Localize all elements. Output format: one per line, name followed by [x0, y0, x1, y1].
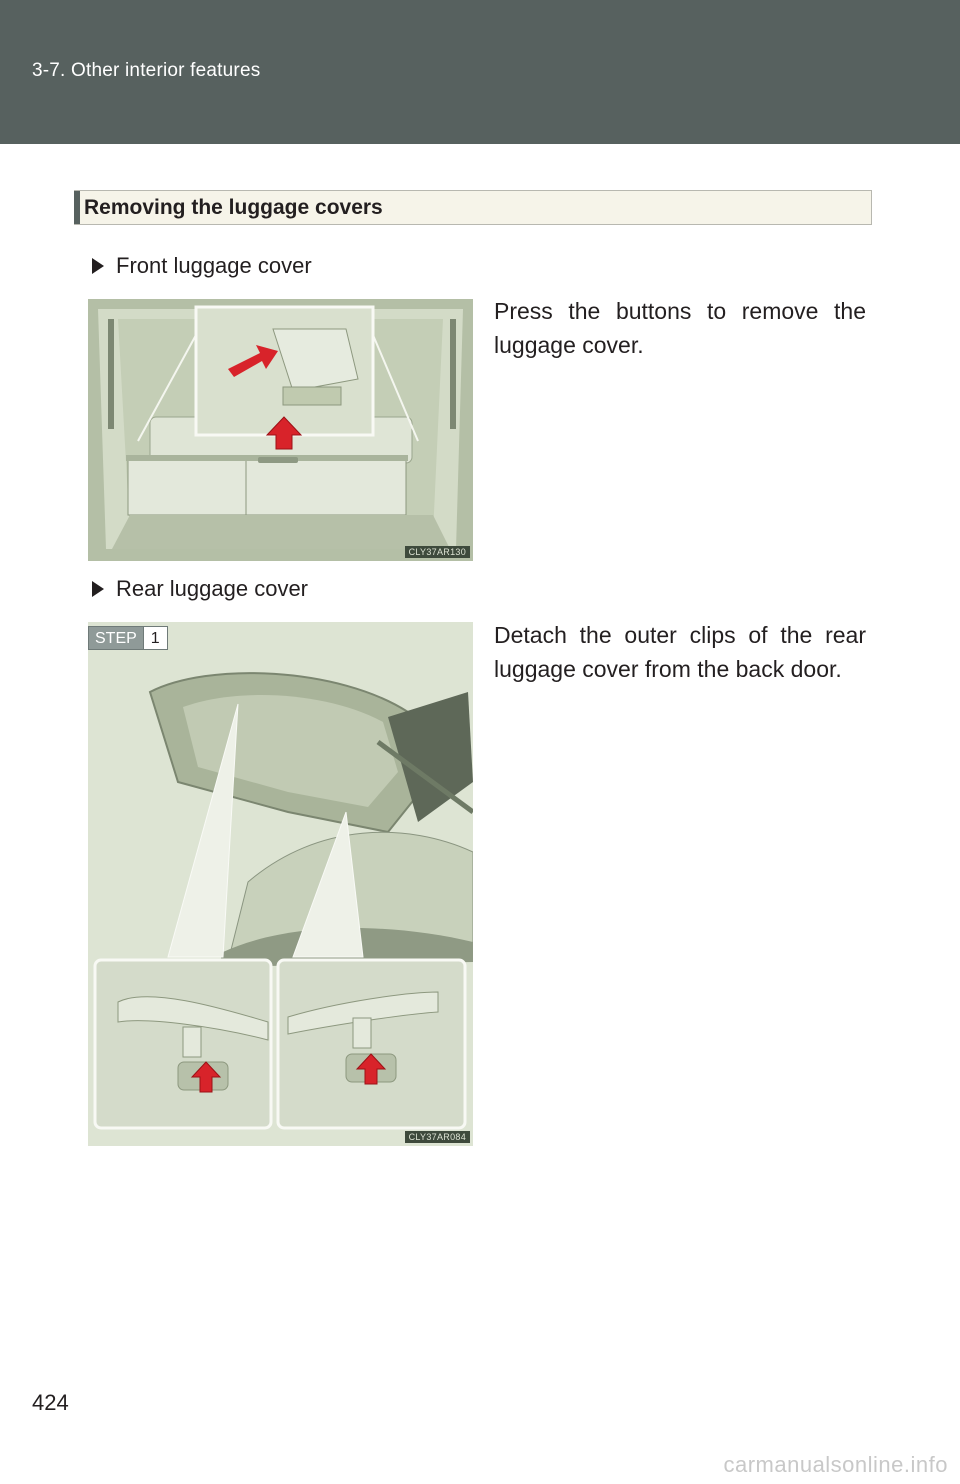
item-heading-rear: Rear luggage cover: [92, 576, 308, 602]
breadcrumb: 3-7. Other interior features: [32, 60, 261, 81]
rear-cover-description: Detach the outer clips of the rear lugga…: [494, 622, 866, 682]
front-cover-description: Press the buttons to remove the luggage …: [494, 298, 866, 358]
step-label: STEP: [89, 627, 143, 649]
figure-code-rear: CLY37AR084: [404, 1131, 470, 1143]
item-heading-rear-label: Rear luggage cover: [116, 576, 309, 601]
rear-cover-drawing: [88, 622, 473, 1146]
section-heading-bar: Removing the luggage covers: [74, 190, 872, 225]
red-up-arrow-icon: [228, 345, 278, 377]
figure-code-front: CLY37AR130: [404, 546, 470, 558]
item-heading-front: Front luggage cover: [92, 253, 312, 279]
rear-luggage-cover-illustration: CLY37AR084: [88, 622, 473, 1146]
watermark: carmanualsonline.info: [723, 1452, 948, 1477]
triangle-bullet-icon: [92, 581, 104, 597]
item-heading-front-label: Front luggage cover: [116, 253, 312, 278]
header-band: 3-7. Other interior features: [0, 0, 960, 144]
triangle-bullet-icon: [92, 258, 104, 274]
page-number: 424: [32, 1390, 69, 1415]
step-badge: STEP 1: [88, 626, 168, 650]
front-cover-drawing: [88, 299, 473, 561]
step-number: 1: [142, 627, 167, 649]
section-accent: [74, 191, 80, 224]
section-title: Removing the luggage covers: [84, 196, 383, 219]
front-luggage-cover-illustration: CLY37AR130: [88, 299, 473, 561]
